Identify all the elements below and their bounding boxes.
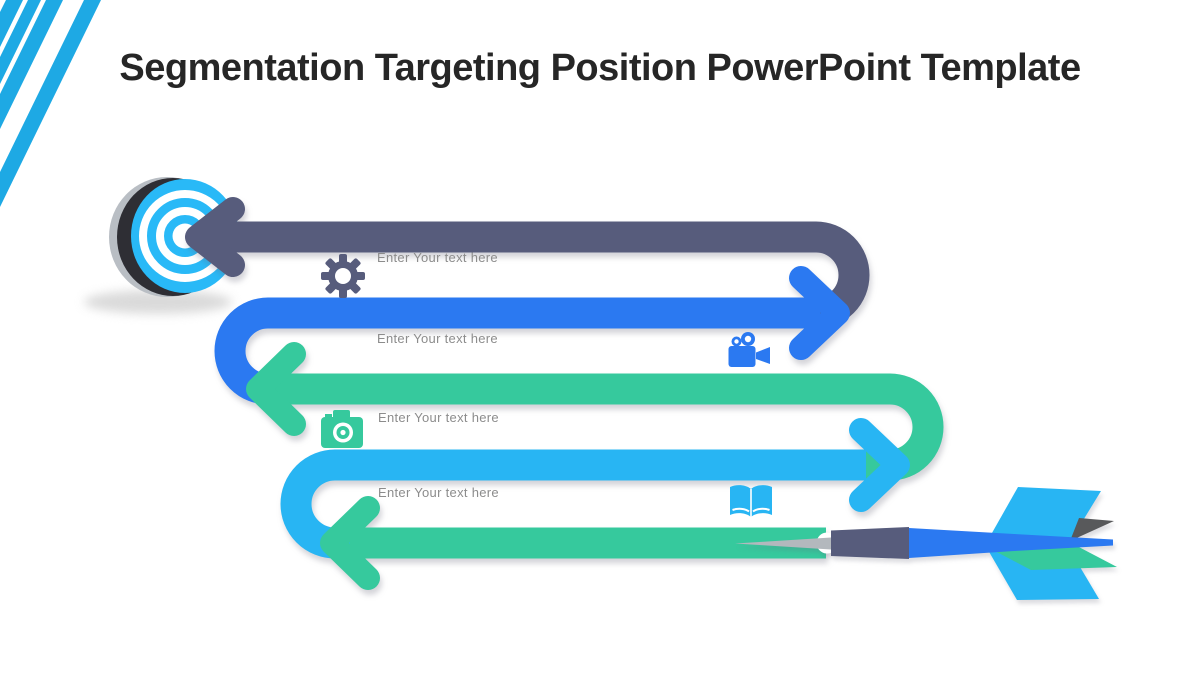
video-lens xyxy=(756,347,770,364)
video-reel-large-hole xyxy=(744,335,752,343)
arrow-segment-1-head xyxy=(185,197,245,277)
dart-fin-green xyxy=(991,545,1117,570)
dart-needle xyxy=(735,537,831,550)
dart-shaft xyxy=(909,528,1113,558)
dart-barrel xyxy=(831,527,909,559)
stripe-1 xyxy=(0,0,23,47)
target-shadow xyxy=(84,290,232,314)
dart-fin-dark xyxy=(1070,518,1114,541)
dart-arrow xyxy=(735,487,1117,600)
step-2-text-placeholder[interactable]: Enter Your text here xyxy=(377,331,498,346)
stripe-2 xyxy=(0,0,41,84)
video-camera-icon xyxy=(728,332,770,367)
book-page-line-right xyxy=(752,507,770,513)
gear-icon xyxy=(321,254,365,298)
stripe-4 xyxy=(0,0,101,207)
corner-stripes-decoration xyxy=(0,0,101,207)
step-1-text-placeholder[interactable]: Enter Your text here xyxy=(377,250,498,265)
arrow-segment-2-head xyxy=(789,266,850,360)
book-page-line-left xyxy=(732,507,750,513)
arrow-segment-3-head xyxy=(246,342,306,436)
book-icon xyxy=(730,485,772,517)
arrow-segment-5-head xyxy=(320,496,380,590)
book-page-right xyxy=(751,485,772,517)
video-body xyxy=(728,346,756,367)
bullseye-target xyxy=(84,177,239,314)
step-4-text-placeholder[interactable]: Enter Your text here xyxy=(378,485,499,500)
arrow-segment-4-head xyxy=(849,418,910,512)
serpentine-arrows xyxy=(185,197,944,590)
step-3-text-placeholder[interactable]: Enter Your text here xyxy=(378,410,499,425)
book-page-left xyxy=(730,485,751,517)
camera-icon xyxy=(321,410,363,448)
camera-lens-glint xyxy=(340,429,346,436)
video-reel-small-hole xyxy=(734,339,739,344)
stripe-3 xyxy=(0,0,63,129)
gear-hole xyxy=(335,268,351,284)
dart-fin-top xyxy=(988,487,1101,540)
page-title: Segmentation Targeting Position PowerPoi… xyxy=(119,47,1081,89)
